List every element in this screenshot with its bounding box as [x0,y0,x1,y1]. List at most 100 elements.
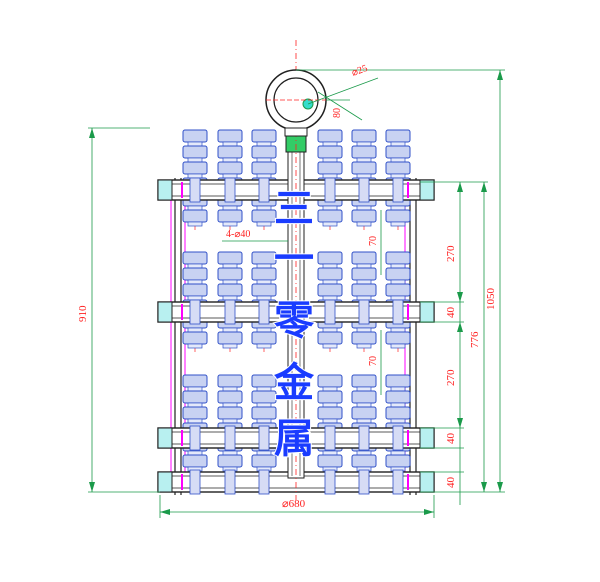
insulator-disc [182,283,208,297]
insulator-neck [256,295,272,301]
insulator-disc [317,331,343,345]
plate-bolt [189,299,201,325]
insulator-disc [182,454,208,468]
insulator-neck [356,386,372,392]
insulator-disc [182,251,208,265]
dim-total-left: 910 [77,305,89,322]
dim-total-right: 1050 [485,288,497,311]
insulator-neck [256,173,272,179]
insulator-neck [356,450,372,456]
insulator-disc [385,454,411,468]
insulator-disc [385,209,411,223]
insulator-neck [187,450,203,456]
insulator-neck [256,279,272,285]
insulator-bundle [317,374,343,475]
insulator-disc [351,267,377,281]
plate-flange [157,179,173,201]
dim-plate-2: 40 [445,433,457,445]
insulator-disc [251,161,277,175]
insulator-disc [317,145,343,159]
insulator-disc [351,406,377,420]
insulator-disc [385,374,411,388]
insulator-neck [187,263,203,269]
insulator-neck [256,450,272,456]
plate-flange [419,179,435,201]
insulator-disc [182,406,208,420]
insulator-neck [187,205,203,211]
insulator-disc [385,283,411,297]
insulator-neck [222,450,238,456]
insulator-disc [217,390,243,404]
insulator-neck [390,205,406,211]
insulator-neck [356,279,372,285]
insulator-disc [317,251,343,265]
lifting-eye [265,69,327,137]
insulator-disc [351,129,377,143]
insulator-disc [385,406,411,420]
insulator-neck [356,327,372,333]
insulator-disc [351,331,377,345]
dim-spacing-top: 70 [368,236,379,246]
insulator-neck [222,402,238,408]
insulator-disc [182,145,208,159]
insulator-neck [322,173,338,179]
insulator-neck [187,343,203,349]
insulator-disc [317,390,343,404]
insulator-neck [322,157,338,163]
insulator-neck [187,173,203,179]
insulator-neck [322,386,338,392]
insulator-disc [351,251,377,265]
insulator-disc [351,145,377,159]
insulator-neck [256,263,272,269]
insulator-neck [187,221,203,227]
dim-gap-top: 270 [445,245,457,262]
insulator-neck [322,295,338,301]
insulator-disc [217,251,243,265]
plate-bolt [224,469,236,495]
dim-plate-1: 40 [445,307,457,319]
insulator-neck [222,386,238,392]
dim-holes: 4-⌀40 [226,229,250,240]
insulator-neck [390,295,406,301]
insulator-neck [390,141,406,147]
insulator-disc [217,209,243,223]
insulator-neck [256,343,272,349]
insulator-neck [222,141,238,147]
dim-plate-3: 40 [445,477,457,489]
insulator-disc [385,129,411,143]
insulator-disc [351,374,377,388]
dim-ring-height: 80 [332,108,343,118]
insulator-neck [187,157,203,163]
insulator-neck [322,205,338,211]
insulator-neck [322,141,338,147]
insulator-neck [322,221,338,227]
insulator-neck [256,418,272,424]
insulator-disc [251,267,277,281]
insulator-neck [222,221,238,227]
insulator-neck [187,141,203,147]
insulator-neck [256,327,272,333]
insulator-neck [356,221,372,227]
insulator-neck [390,173,406,179]
insulator-neck [356,173,372,179]
plate-bolt [189,425,201,451]
insulator-neck [256,157,272,163]
watermark-char-2: 一 [274,236,314,282]
insulator-neck [322,402,338,408]
insulator-disc [317,209,343,223]
insulator-neck [322,450,338,456]
insulator-neck [256,141,272,147]
plate-bolt [324,469,336,495]
dim-inner-right: 776 [469,331,481,348]
insulator-disc [251,209,277,223]
dim-spacing-bottom: 70 [368,356,379,366]
insulator-disc [182,267,208,281]
insulator-disc [317,267,343,281]
insulator-bundle [351,374,377,475]
insulator-neck [322,279,338,285]
insulator-neck [256,386,272,392]
watermark: 三 一 零 金 属 [272,185,316,463]
insulator-disc [385,145,411,159]
insulator-neck [356,295,372,301]
